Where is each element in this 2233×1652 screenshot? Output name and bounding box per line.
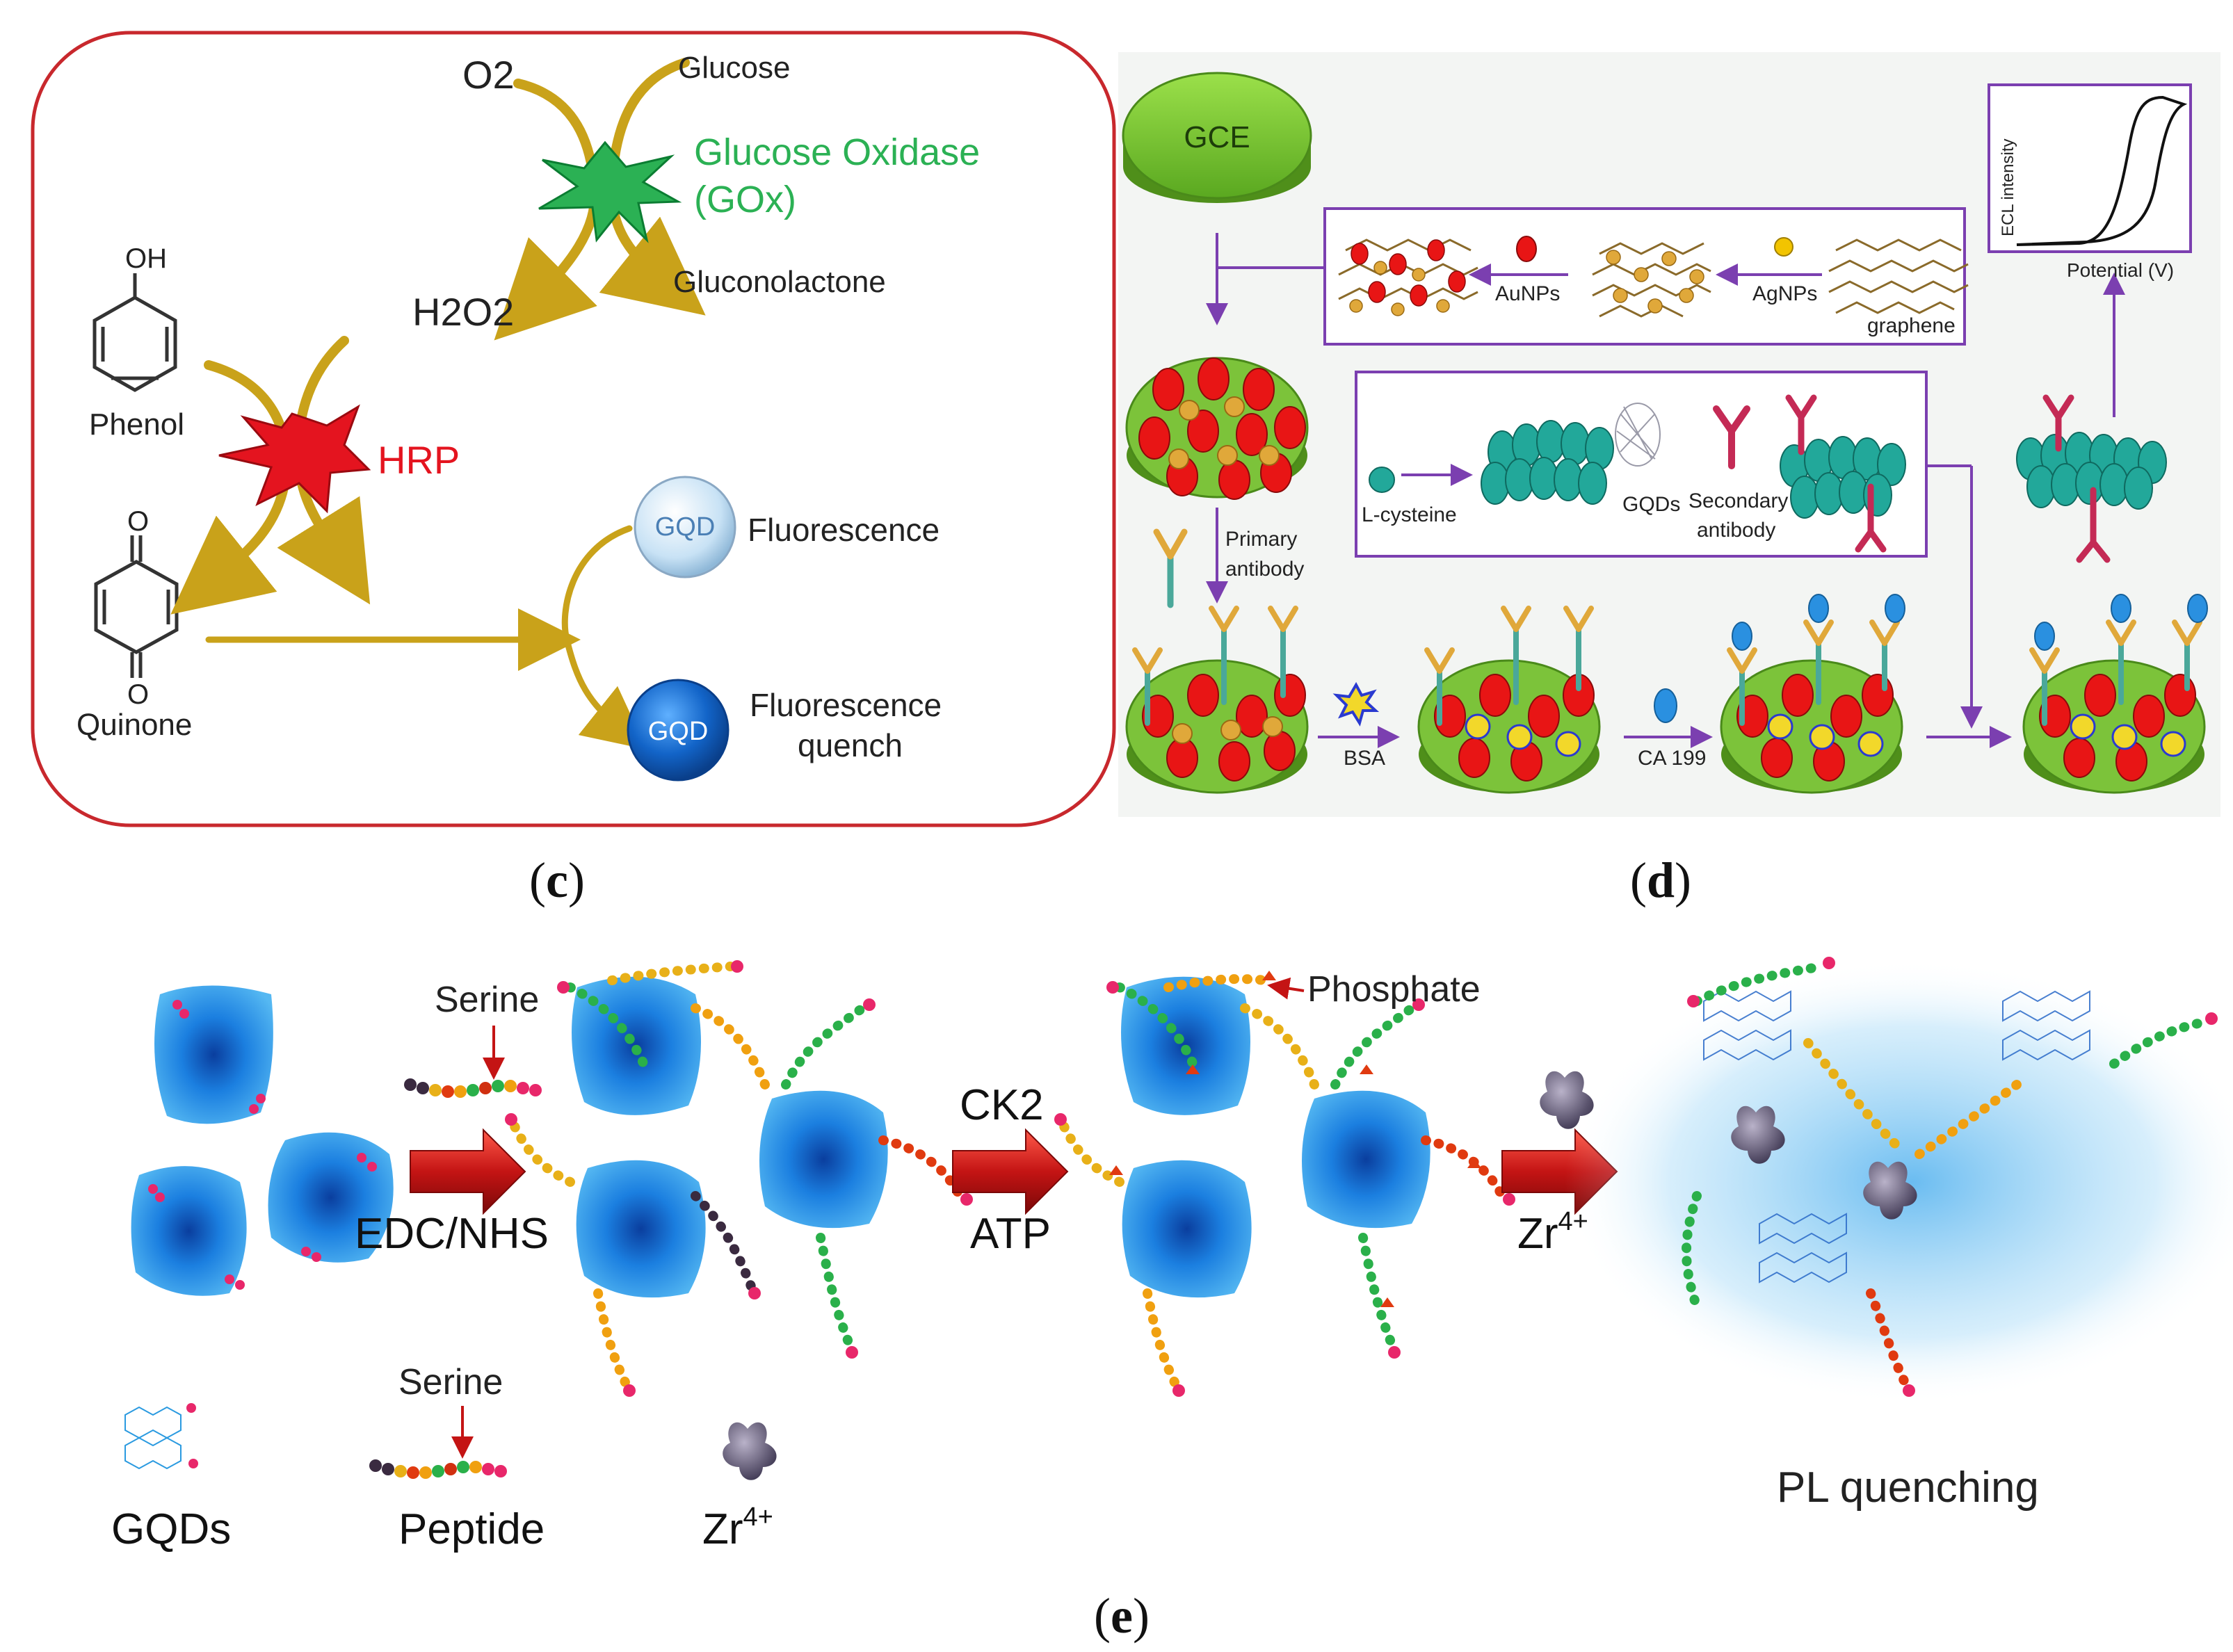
l-cysteine-cluster (1481, 420, 1614, 505)
glucose-label: Glucose (678, 51, 790, 85)
graphene-sheet (1828, 238, 1969, 314)
panel-c-border (31, 31, 1116, 827)
phenol-label: Phenol (89, 407, 184, 442)
floating-conjugate (2016, 394, 2167, 563)
edc-nhs-arrow (410, 1128, 526, 1215)
aunps-label: AuNPs (1495, 282, 1560, 305)
phenol-structure (92, 273, 177, 392)
fluorescence-label: Fluorescence (748, 512, 940, 548)
l-cysteine-label: L-cysteine (1362, 503, 1457, 526)
electrode-stage-2 (1125, 606, 1309, 794)
graphene-ag-au-composite (1338, 238, 1478, 316)
phosphate-label: Phosphate (1307, 969, 1481, 1010)
ck2-atp-arrow (952, 1128, 1069, 1215)
agnp-particle (1774, 237, 1793, 257)
functionalized-gqds (505, 960, 973, 1397)
secondary-antibody-label-line1: Secondary (1688, 489, 1788, 512)
gox-label-line2: (GOx) (694, 179, 796, 220)
edc-nhs-label: EDC/NHS (355, 1210, 549, 1258)
bsa-label: BSA (1344, 747, 1385, 770)
legend-gqds-label: GQDs (111, 1505, 231, 1553)
pl-quenching-label: PL quenching (1777, 1464, 2039, 1512)
quinone-structure (94, 535, 179, 678)
gqds-mesh (1615, 403, 1661, 467)
panel-d-flow-lines (1206, 233, 2125, 748)
gqd-sphere-quenched (627, 679, 729, 782)
panel-d: GCE graphene AgNPs A (1118, 52, 2220, 908)
gqd-sphere-quenched-label: GQD (648, 717, 709, 746)
l-cysteine-particle (1369, 467, 1395, 493)
potential-axis-label: Potential (V) (2067, 259, 2174, 281)
gox-label-line1: Glucose Oxidase (694, 131, 980, 173)
quenched-aggregate (1565, 957, 2233, 1404)
primary-antibody-label-line1: Primary (1225, 528, 1297, 551)
primary-antibody-icon (1153, 528, 1188, 608)
caption-c: (c) (529, 852, 585, 908)
quinone-to-gqd-arrows (205, 525, 647, 750)
gqd-sphere-fluorescent-label: GQD (655, 512, 716, 542)
legend-peptide-label: Peptide (398, 1505, 545, 1553)
gce-electrode (1122, 72, 1312, 203)
quinone-label: Quinone (76, 708, 192, 742)
gqd-sphere-fluorescent (634, 476, 736, 578)
secondary-antibody-icon (1713, 405, 1750, 469)
serine-label-top: Serine (435, 980, 539, 1020)
o2-label: O2 (462, 53, 515, 97)
ck2-label: CK2 (960, 1081, 1044, 1129)
ecl-plot-frame (1988, 83, 2192, 253)
hrp-enzyme-star (218, 404, 371, 514)
electrode-stage-4 (1720, 594, 1905, 794)
agnp-dots (1606, 250, 1704, 314)
bsa-star (1332, 681, 1380, 727)
ecl-axis-label: ECL intensity (1999, 138, 2017, 236)
panel-c: O2 Glucose Glucose Oxidase (GOx) H2O2 Gl… (31, 31, 1116, 908)
antibody-gqd-conjugate (1780, 394, 1906, 553)
electrode-stage-3 (1417, 606, 1601, 794)
atp-label: ATP (970, 1210, 1051, 1258)
oh-label: OH (125, 243, 167, 274)
zr-ion-icon (1540, 1071, 1594, 1129)
legend-zr-icon (723, 1422, 777, 1480)
primary-antibody-label-line2: antibody (1225, 558, 1304, 581)
electrode-stage-1 (1125, 357, 1309, 500)
gluconolactone-label: Gluconolactone (673, 265, 886, 299)
legend-zr-label: Zr4+ (702, 1503, 773, 1553)
graphene-label: graphene (1867, 314, 1956, 337)
bare-gqd-sheets (131, 985, 394, 1296)
electrode-stage-5 (2022, 594, 2208, 794)
phosphate-pointer (1267, 977, 1305, 1000)
fluorescence-quench-line2: quench (798, 727, 903, 763)
panel-e: Serine EDC/NHS (111, 957, 2233, 1644)
phosphorylated-gqds (1054, 971, 1515, 1397)
h2o2-label: H2O2 (412, 290, 514, 334)
secondary-antibody-label-line2: antibody (1697, 519, 1775, 542)
legend-serine-label: Serine (398, 1362, 503, 1402)
agnps-label: AgNPs (1752, 282, 1817, 305)
hrp-label: HRP (378, 438, 460, 482)
graphene-agnp-composite (1592, 242, 1711, 318)
fluorescence-quench-line1: Fluorescence (750, 687, 942, 723)
ecl-curve (2016, 95, 2188, 246)
quinone-o-top: O (127, 506, 149, 537)
legend-gqds-icon (124, 1403, 198, 1470)
peptide-chain-top (404, 1078, 542, 1098)
legend-peptide-chain (369, 1459, 507, 1479)
gqds-label: GQDs (1622, 493, 1680, 516)
caption-e: (e) (1094, 1588, 1150, 1644)
caption-d: (d) (1630, 852, 1691, 908)
ca199-antigen (1654, 688, 1677, 723)
ca199-label: CA 199 (1638, 747, 1706, 770)
aunp-particle (1516, 236, 1537, 262)
quinone-o-bottom: O (127, 679, 149, 710)
gox-enzyme-star (538, 140, 682, 243)
gce-label: GCE (1184, 120, 1250, 154)
